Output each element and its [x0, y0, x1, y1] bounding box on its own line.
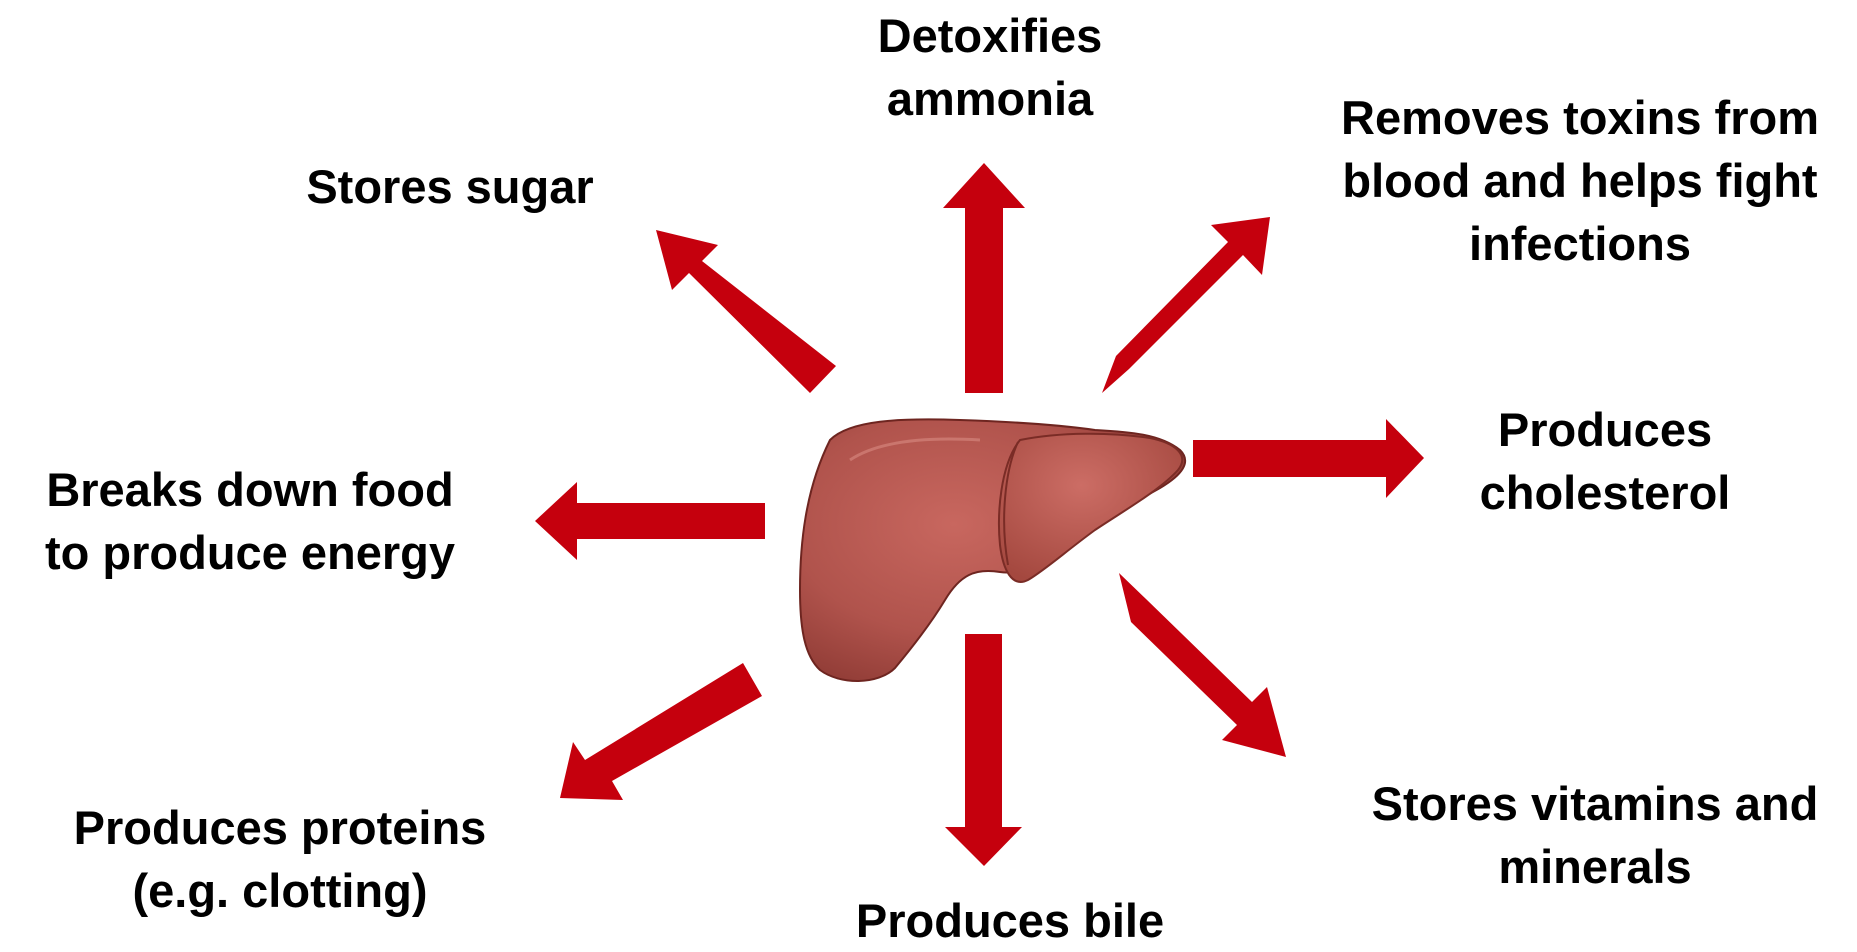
label-removes-toxins: Removes toxins from blood and helps figh…	[1300, 86, 1857, 275]
label-sugar-line1: Stores sugar	[280, 155, 620, 218]
label-produces-bile: Produces bile	[820, 889, 1200, 952]
label-proteins-line2: (e.g. clotting)	[30, 859, 530, 922]
label-food-line1: Breaks down food	[0, 458, 500, 521]
arrow-food	[535, 482, 765, 560]
label-bile-line1: Produces bile	[820, 889, 1200, 952]
label-toxins-line1: Removes toxins from	[1300, 86, 1857, 149]
label-detoxifies-ammonia: Detoxifies ammonia	[870, 4, 1110, 130]
label-detox-line1: Detoxifies	[870, 4, 1110, 67]
label-stores-sugar: Stores sugar	[280, 155, 620, 218]
arrow-cholesterol	[1193, 419, 1424, 498]
label-food-line2: to produce energy	[0, 521, 500, 584]
label-produces-proteins: Produces proteins (e.g. clotting)	[30, 796, 530, 922]
label-proteins-line1: Produces proteins	[30, 796, 530, 859]
arrow-proteins	[560, 663, 762, 800]
arrow-vitamins	[1119, 573, 1286, 757]
arrow-sugar	[656, 230, 836, 393]
label-stores-vitamins: Stores vitamins and minerals	[1330, 772, 1857, 898]
label-vitamins-line1: Stores vitamins and	[1330, 772, 1857, 835]
label-produces-cholesterol: Produces cholesterol	[1455, 398, 1755, 524]
liver-left-lobe	[999, 434, 1182, 582]
label-breaks-down-food: Breaks down food to produce energy	[0, 458, 500, 584]
label-chol-line2: cholesterol	[1455, 461, 1755, 524]
label-chol-line1: Produces	[1455, 398, 1755, 461]
arrow-detox	[943, 163, 1025, 393]
arrow-toxins	[1102, 217, 1270, 393]
label-vitamins-line2: minerals	[1330, 835, 1857, 898]
label-toxins-line2: blood and helps fight	[1300, 149, 1857, 212]
label-toxins-line3: infections	[1300, 212, 1857, 275]
label-detox-line2: ammonia	[870, 67, 1110, 130]
arrow-bile	[945, 634, 1022, 866]
